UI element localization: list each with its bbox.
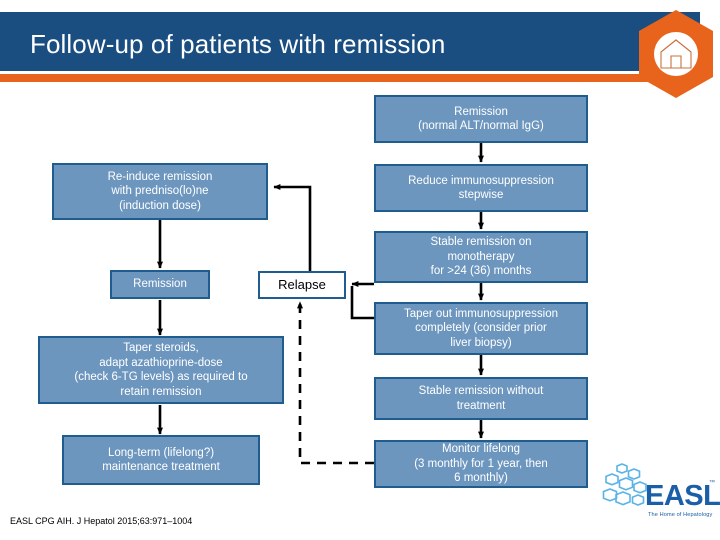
node-remission-left[interactable]: Remission: [110, 270, 210, 299]
easl-wordmark: EASL: [645, 480, 720, 512]
node-taper-out-immunosuppression[interactable]: Taper out immunosuppression completely (…: [374, 302, 588, 355]
node-long-term-maintenance[interactable]: Long-term (lifelong?) maintenance treatm…: [62, 435, 260, 485]
citation-text: EASL CPG AIH. J Hepatol 2015;63:971–1004: [10, 516, 193, 526]
node-relapse[interactable]: Relapse: [258, 271, 346, 299]
node-reduce-immunosuppression[interactable]: Reduce immunosuppression stepwise: [374, 164, 588, 212]
edge-taperout-to-relapse: [350, 286, 374, 320]
node-stable-remission-without-treatment[interactable]: Stable remission without treatment: [374, 377, 588, 420]
node-taper-steroids[interactable]: Taper steroids, adapt azathioprine-dose …: [38, 336, 284, 404]
liver-house-hexagon-icon: [639, 10, 713, 98]
node-remission-top[interactable]: Remission (normal ALT/normal IgG): [374, 95, 588, 143]
node-stable-remission-monotherapy[interactable]: Stable remission on monotherapy for >24 …: [374, 231, 588, 283]
easl-tagline: The Home of Hepatology: [648, 512, 713, 518]
easl-cells-icon: [602, 463, 647, 506]
node-reinduce-remission[interactable]: Re-induce remission with predniso(lo)ne …: [52, 163, 268, 220]
title-accent-rule: [0, 74, 700, 82]
node-monitor-lifelong[interactable]: Monitor lifelong (3 monthly for 1 year, …: [374, 440, 588, 488]
edge-monitor-to-relapse-dashed: [297, 301, 374, 465]
page-title: Follow-up of patients with remission: [30, 29, 446, 59]
easl-trademark: ™: [709, 480, 715, 486]
title-banner: [0, 12, 700, 71]
edge-relapse-to-reinduce: [273, 184, 312, 284]
